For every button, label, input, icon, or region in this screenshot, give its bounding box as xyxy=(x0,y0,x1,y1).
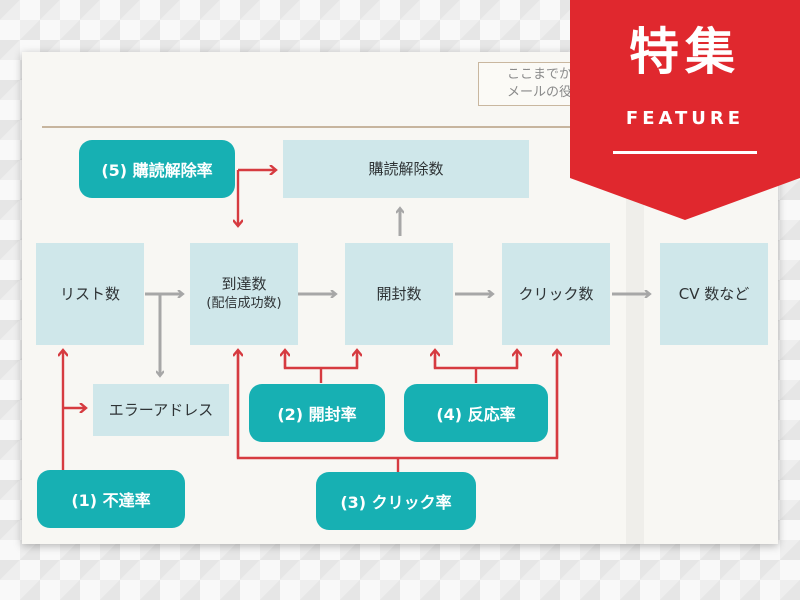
node-unsubscribe-label: 購読解除数 xyxy=(368,160,444,178)
pill-open-rate: (2) 開封率 xyxy=(249,384,385,442)
node-clicked-label: クリック数 xyxy=(518,285,594,303)
node-cv-label: CV 数など xyxy=(678,285,750,303)
pill-unsubscribe-rate-label: (5) 購読解除率 xyxy=(101,161,213,180)
node-error-address: エラーアドレス xyxy=(93,384,229,436)
pill-unsubscribe-rate: (5) 購読解除率 xyxy=(79,140,235,198)
node-list-label: リスト数 xyxy=(59,285,120,303)
node-unsubscribe-count: 購読解除数 xyxy=(283,140,529,198)
pill-undelivered-rate: (1) 不達率 xyxy=(37,470,185,528)
node-opened-label: 開封数 xyxy=(376,285,422,303)
badge-subtitle: FEATURE xyxy=(625,108,745,129)
pill-click-rate-label: (3) クリック率 xyxy=(340,493,452,512)
connector-open-rate xyxy=(283,355,359,370)
feature-badge: 特集 FEATURE xyxy=(570,0,800,225)
pill-undelivered-rate-label: (1) 不達率 xyxy=(71,491,151,510)
badge-title: 特集 xyxy=(629,23,741,81)
node-delivered-label: 到達数 xyxy=(221,275,267,293)
node-opened-count: 開封数 xyxy=(345,243,453,345)
note-line-2: メールの役 xyxy=(507,85,573,100)
node-error-label: エラーアドレス xyxy=(108,401,214,419)
connector-response-rate xyxy=(433,355,519,370)
header-rule xyxy=(42,126,602,128)
column-divider xyxy=(626,132,644,544)
note-box: ここまでか メールの役 xyxy=(478,62,618,106)
badge-underline xyxy=(613,151,757,154)
pill-open-rate-label: (2) 開封率 xyxy=(277,405,357,424)
note-line-1: ここまでか xyxy=(507,67,573,82)
node-cv-count: CV 数など xyxy=(660,243,768,345)
pill-click-rate: (3) クリック率 xyxy=(316,472,476,530)
node-clicked-count: クリック数 xyxy=(502,243,610,345)
pill-response-rate-label: (4) 反応率 xyxy=(436,405,516,424)
badge-shape xyxy=(570,0,800,220)
node-delivered-sublabel: (配信成功数) xyxy=(206,296,282,311)
node-list-count: リスト数 xyxy=(36,243,144,345)
pill-response-rate: (4) 反応率 xyxy=(404,384,548,442)
node-delivered-count: 到達数 (配信成功数) xyxy=(190,243,298,345)
